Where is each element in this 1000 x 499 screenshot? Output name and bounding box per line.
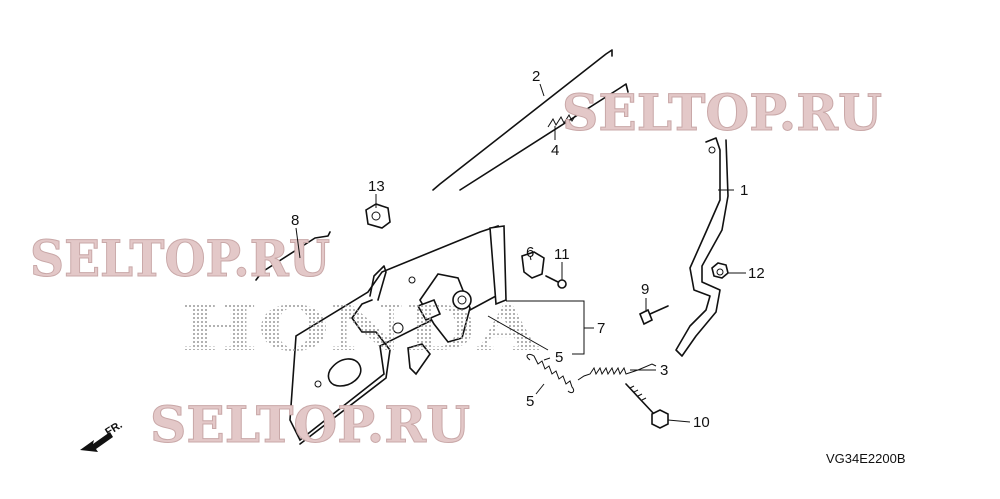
watermark-seltop-3: SELTOP.RU [150, 395, 470, 454]
callout-11: 11 [554, 246, 570, 263]
drawing-code: VG34E2200B [826, 451, 906, 466]
part-4-spring-rod [459, 83, 629, 191]
part-9-bolt [638, 305, 669, 326]
part-8-rod [255, 231, 331, 281]
callout-6: 6 [526, 244, 534, 261]
part-6-holder [521, 251, 545, 279]
callout-5b: 5 [526, 393, 534, 410]
callout-2: 2 [532, 68, 540, 85]
callout-1: 1 [740, 182, 748, 199]
part-5-spring [526, 353, 575, 394]
callout-9: 9 [641, 281, 649, 298]
part-2-rod [432, 49, 613, 191]
callout-8: 8 [291, 212, 299, 229]
part-10-bolt [625, 383, 669, 429]
watermark-seltop-1: SELTOP.RU [562, 83, 882, 142]
honda-logo-watermark: HONDA [180, 292, 541, 365]
callout-7: 7 [597, 320, 605, 337]
watermark-seltop-2: SELTOP.RU [30, 229, 330, 288]
part-13-clip [365, 203, 391, 229]
callout-5a: 5 [555, 349, 563, 366]
part-12-nut [711, 262, 729, 279]
callout-13: 13 [368, 178, 385, 195]
part-7-control-base-assembly [289, 224, 507, 445]
front-direction-arrow: FR. [80, 419, 125, 452]
leader-lines [295, 83, 746, 423]
callout-4: 4 [551, 142, 559, 159]
part-11-screw [545, 275, 567, 289]
callout-labels: 1 2 3 4 5 5 6 7 8 9 10 11 12 13 [291, 68, 765, 431]
callout-3: 3 [660, 362, 668, 379]
callout-10: 10 [693, 414, 710, 431]
callout-12: 12 [748, 265, 765, 282]
part-1-lever [675, 137, 729, 357]
part-3-spring [577, 363, 657, 381]
